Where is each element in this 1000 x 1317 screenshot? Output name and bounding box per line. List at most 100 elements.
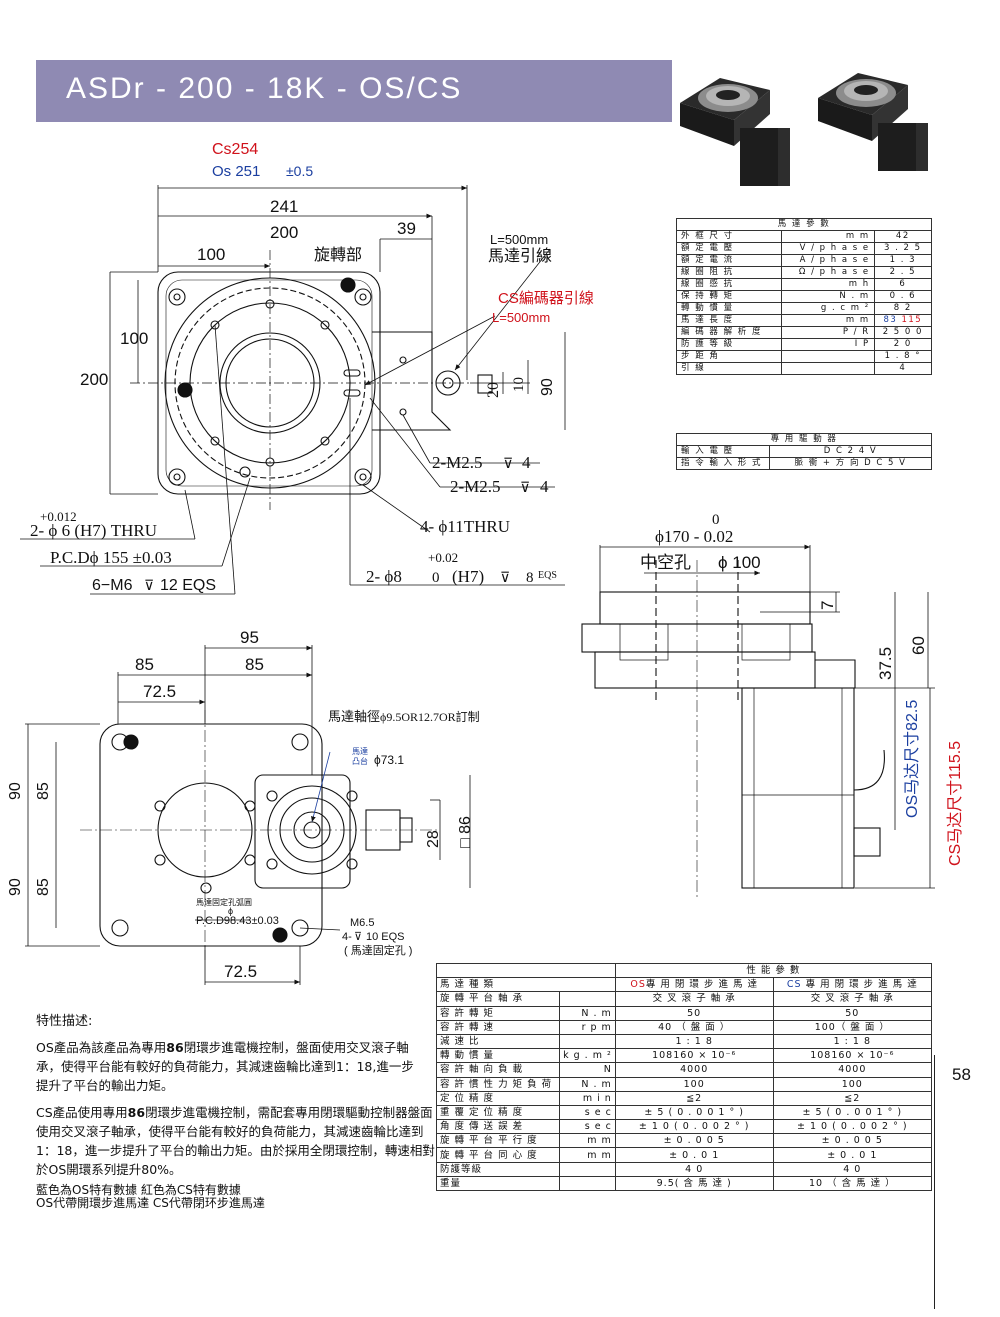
os-motor-length: OS马达尺寸82.5	[903, 700, 921, 818]
perf-os-cell: 4 0	[614, 1161, 774, 1177]
perf-name-cell: 減 速 比	[435, 1033, 561, 1050]
pin-depth: 8	[526, 570, 534, 586]
motor-param-name: 引 線	[676, 362, 782, 375]
perf-name-cell: 旋 轉 平 台 同 心 度	[435, 1147, 561, 1163]
motor-param-unit: m h	[780, 278, 875, 291]
perf-name-cell: 容 許 軸 向 負 載	[435, 1062, 561, 1078]
m6-depth: 12 EQS	[160, 577, 216, 594]
driver-param-value: D C 2 4 V	[769, 445, 932, 458]
dim-85-left-lower: 85	[35, 878, 52, 896]
side-dimension-text: 0 ϕ170 - 0.02 中空孔 ϕ 100 7 37.5 60 OS马达尺寸…	[640, 512, 964, 866]
perf-os-cell: ± 1 0 ( 0 . 0 0 2 ° )	[614, 1119, 774, 1135]
motor-param-unit: V / p h a s e	[780, 242, 875, 255]
m25-thread-a: 2-M2.5	[432, 453, 483, 472]
pcd-155: P.C.Dϕ 155 ±0.03	[50, 548, 172, 567]
perf-unit-cell: m i n	[559, 1090, 616, 1106]
motor-boss-dim: ϕ73.1	[374, 753, 404, 767]
dim-241: 241	[270, 197, 298, 216]
dim-200: 200	[270, 223, 298, 242]
dim-90-left-lower: 90	[7, 878, 24, 896]
cs-encoder-length: L=500mm	[492, 310, 550, 325]
perf-os-cell: 1 : 1 8	[614, 1033, 774, 1050]
features-os-paragraph: OS產品為該產品為專用86閉環步進電機控制，盤面使用交叉滾子軸承，使得平台能有較…	[36, 1040, 414, 1093]
m25-depth-symbol-b: ⊽	[520, 479, 530, 495]
perf-row: 旋 轉 平 台 軸 承交 叉 滾 子 軸 承交 叉 滾 子 軸 承	[435, 991, 933, 1007]
perf-os-cell: ± 5 ( 0 . 0 0 1 ° )	[614, 1104, 774, 1121]
dim-37-5: 37.5	[876, 647, 895, 680]
motor-param-unit: I P	[780, 338, 875, 351]
motor-param-value: 6	[873, 278, 933, 291]
motor-param-value: 83 115	[873, 314, 933, 327]
cs-motor-length: CS马达尺寸115.5	[946, 741, 964, 866]
motor-param-unit	[780, 350, 875, 363]
fix-hole-circle-label: 馬達固定孔弧圓	[196, 897, 252, 907]
motor-param-name: 轉 動 慣 量	[676, 302, 782, 315]
motor-shaft-dims: ϕ9.5OR12.7OR訂制	[380, 709, 480, 724]
m6-depth-symbol: ⊽	[144, 577, 154, 593]
motor-param-unit: P / R	[780, 326, 875, 339]
pin-depth-symbol: ⊽	[500, 569, 510, 585]
motor-param-name: 外 框 尺 寸	[676, 230, 782, 243]
perf-unit-cell	[559, 1161, 616, 1177]
motor-param-name: 馬 達 長 度	[676, 314, 782, 327]
motor-table-title: 馬 達 參 數	[676, 218, 932, 231]
perf-cs-cell: ± 0 . 0 1	[772, 1147, 933, 1163]
perf-cs-cell: 108160 × 10⁻⁶	[772, 1048, 933, 1064]
perf-unit-cell: r p m	[559, 1019, 616, 1035]
color-legend: 藍色為OS特有數據 紅色為CS特有數據	[36, 1183, 241, 1197]
m25-thread-b: 2-M2.5	[450, 477, 501, 496]
engineering-drawing: Cs254 Os 251 ±0.5 241 200 39 100 旋轉部 L=5…	[7, 141, 964, 985]
perf-unit-cell: s e c	[559, 1104, 616, 1121]
perf-os-cell: 108160 × 10⁻⁶	[614, 1048, 774, 1064]
perf-os-cell: ≦2	[614, 1090, 774, 1106]
motor-boss-label-b: 凸台	[352, 756, 368, 766]
motor-fix-depth-symbol: ⊽	[354, 931, 362, 943]
motor-param-unit: N . m	[780, 290, 875, 303]
motor-param-value: 2 0	[873, 338, 933, 351]
pin-hole: 2- ϕ8	[366, 567, 402, 586]
motor-fix-thread: M6.5	[350, 917, 374, 929]
product-photo	[680, 73, 928, 186]
perf-cs-cell: 4000	[772, 1062, 933, 1078]
dim-90-left-upper: 90	[7, 782, 24, 800]
motor-param-value: 1 . 3	[873, 254, 933, 267]
m6-thread: 6−M6	[92, 577, 133, 594]
perf-name-cell: 重 覆 定 位 精 度	[435, 1104, 561, 1121]
hole-tolerance: +0.012	[40, 509, 77, 524]
perf-name-cell: 旋 轉 平 台 平 行 度	[435, 1133, 561, 1149]
thru-11-holes: 4- ϕ11THRU	[420, 517, 510, 536]
perf-cs-cell: 4 0	[772, 1161, 933, 1177]
m25-depth-symbol-a: ⊽	[503, 455, 513, 471]
perf-unit-cell	[559, 1033, 616, 1050]
perf-head-row: 馬 達 種 類 OS專 用 閉 環 步 進 馬 達 CS 專 用 閉 環 步 進…	[436, 977, 933, 993]
side-view	[581, 560, 885, 900]
features-title: 特性描述:	[36, 1014, 93, 1029]
fix-hole-phi: ϕ	[228, 906, 233, 916]
dim-85-top-right: 85	[245, 655, 264, 674]
od-upper-tol: 0	[712, 512, 720, 528]
perf-cs-cell: 10 （ 含 馬 達 ）	[772, 1175, 933, 1192]
motor-param-unit: m m	[780, 230, 875, 243]
perf-head-os: OS專 用 閉 環 步 進 馬 達	[614, 977, 774, 993]
perf-cs-cell: 100（ 盤 面 ）	[772, 1019, 933, 1035]
dim-85-top-left: 85	[135, 655, 154, 674]
dim-100-left: 100	[120, 329, 148, 348]
perf-os-cell: ± 0 . 0 1	[614, 1147, 774, 1163]
fix-hole-pcd: P.C.D98.43±0.03	[196, 915, 279, 927]
motor-boss-label-a: 馬達	[352, 746, 368, 756]
motor-lead-length: L=500mm	[490, 232, 548, 247]
perf-cs-cell: 100	[772, 1076, 933, 1092]
dim-10: 10	[511, 377, 527, 392]
dim-7: 7	[818, 601, 837, 610]
